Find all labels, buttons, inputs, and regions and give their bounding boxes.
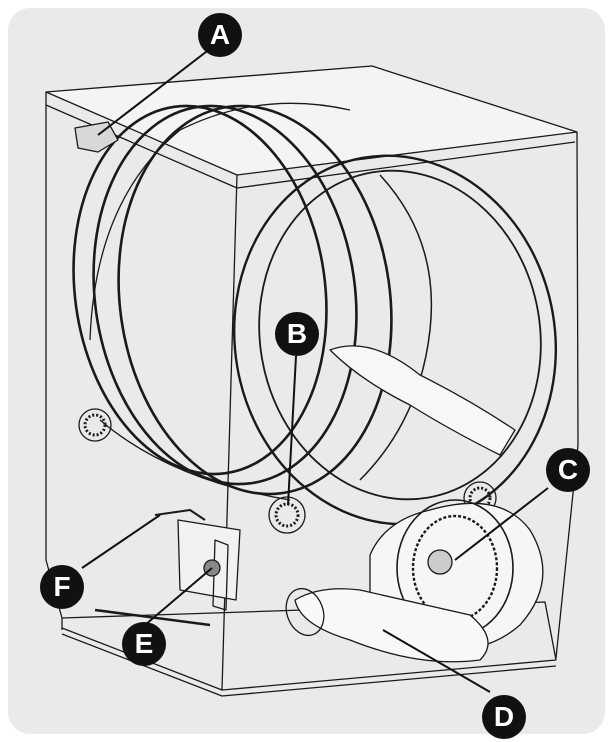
leader-line-c	[454, 487, 549, 561]
cabinet-left-side	[45, 92, 63, 630]
callout-f: F	[40, 565, 84, 609]
drum-band-1	[72, 104, 328, 476]
drum-opening-inner	[258, 169, 542, 501]
cabinet-right-side	[555, 131, 579, 659]
leader-line-d	[382, 629, 491, 693]
callout-a: A	[198, 13, 242, 57]
leader-line-f	[81, 514, 161, 569]
leader-line-a	[97, 44, 216, 136]
thermostat-component	[74, 121, 119, 153]
exhaust-duct	[294, 588, 489, 663]
callout-d: D	[482, 695, 526, 739]
drum-baffle	[329, 345, 516, 456]
leader-line-b	[287, 355, 297, 506]
callout-b: B	[275, 312, 319, 356]
roller-front	[268, 496, 306, 534]
leader-line-e	[144, 567, 213, 626]
cabinet-front-edge	[221, 174, 238, 691]
callout-e: E	[122, 622, 166, 666]
callout-c: C	[546, 448, 590, 492]
roller-left	[78, 408, 112, 442]
